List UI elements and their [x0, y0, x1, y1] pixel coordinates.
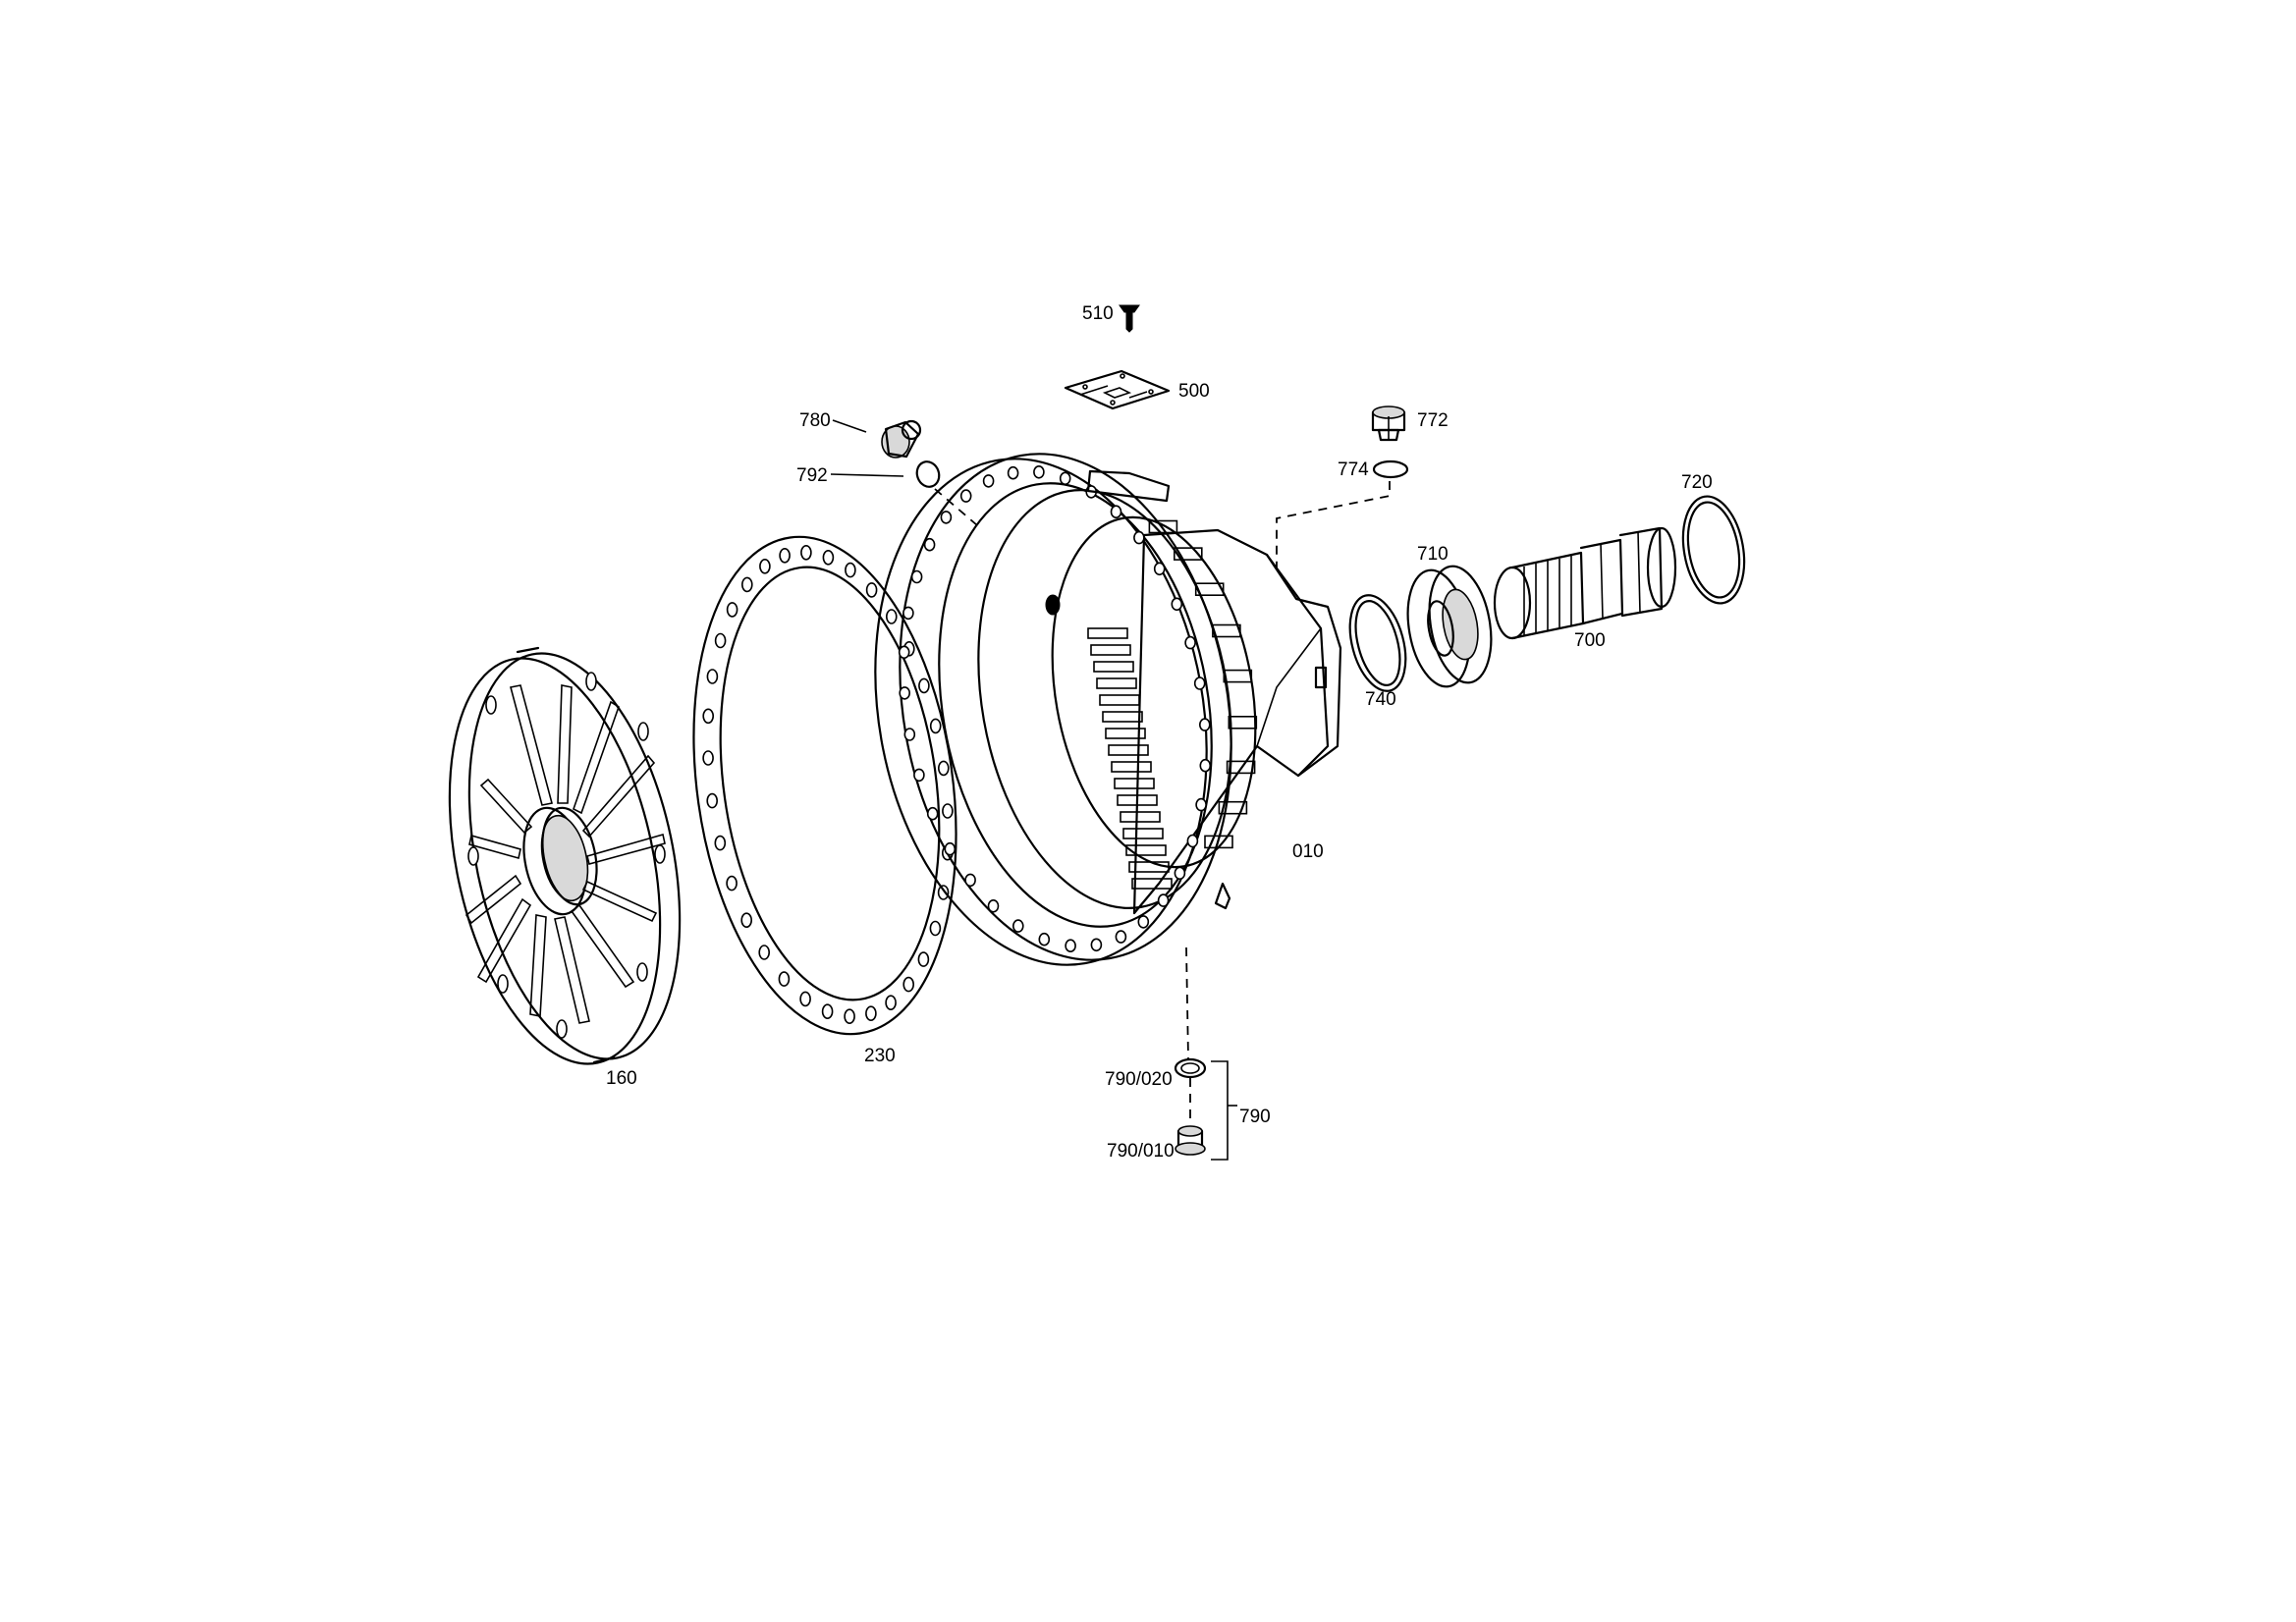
part-790-010-drain-plug[interactable] [1175, 1125, 1206, 1156]
label-710: 710 [1417, 544, 1449, 565]
part-510-screw[interactable] [1119, 304, 1140, 333]
label-700: 700 [1574, 630, 1606, 651]
part-160-cover-disc[interactable] [416, 634, 714, 1083]
label-774: 774 [1338, 460, 1369, 480]
label-510: 510 [1082, 303, 1114, 324]
part-790-020-seal-ring[interactable] [1174, 1057, 1207, 1079]
label-790-020: 790/020 [1105, 1069, 1173, 1090]
label-790-010: 790/010 [1107, 1141, 1175, 1162]
part-710-bearing[interactable] [1399, 562, 1500, 692]
label-772: 772 [1417, 410, 1449, 431]
assembly-lines [934, 481, 1391, 1124]
part-780-plug[interactable] [881, 419, 922, 459]
label-740: 740 [1365, 689, 1396, 710]
part-774-seal-ring[interactable] [1372, 460, 1409, 479]
label-720: 720 [1681, 472, 1713, 493]
part-500-name-plate[interactable] [1064, 369, 1171, 410]
part-010-housing[interactable] [837, 427, 1342, 991]
callout-labels: 510 500 780 792 772 774 720 710 700 740 … [606, 303, 1713, 1162]
part-700-shaft[interactable] [1493, 526, 1677, 640]
label-780: 780 [799, 410, 831, 431]
part-740-circlip[interactable] [1340, 589, 1415, 697]
label-160: 160 [606, 1068, 637, 1089]
label-010: 010 [1292, 841, 1324, 862]
label-790: 790 [1239, 1107, 1271, 1127]
part-720-snap-ring[interactable] [1675, 492, 1752, 609]
leader-lines [830, 419, 1237, 1161]
part-772-plug[interactable] [1371, 406, 1406, 442]
label-230: 230 [864, 1046, 896, 1066]
part-230-gasket[interactable] [664, 519, 986, 1051]
part-792-o-ring[interactable] [913, 459, 943, 490]
label-500: 500 [1178, 381, 1210, 402]
label-792: 792 [796, 465, 828, 486]
